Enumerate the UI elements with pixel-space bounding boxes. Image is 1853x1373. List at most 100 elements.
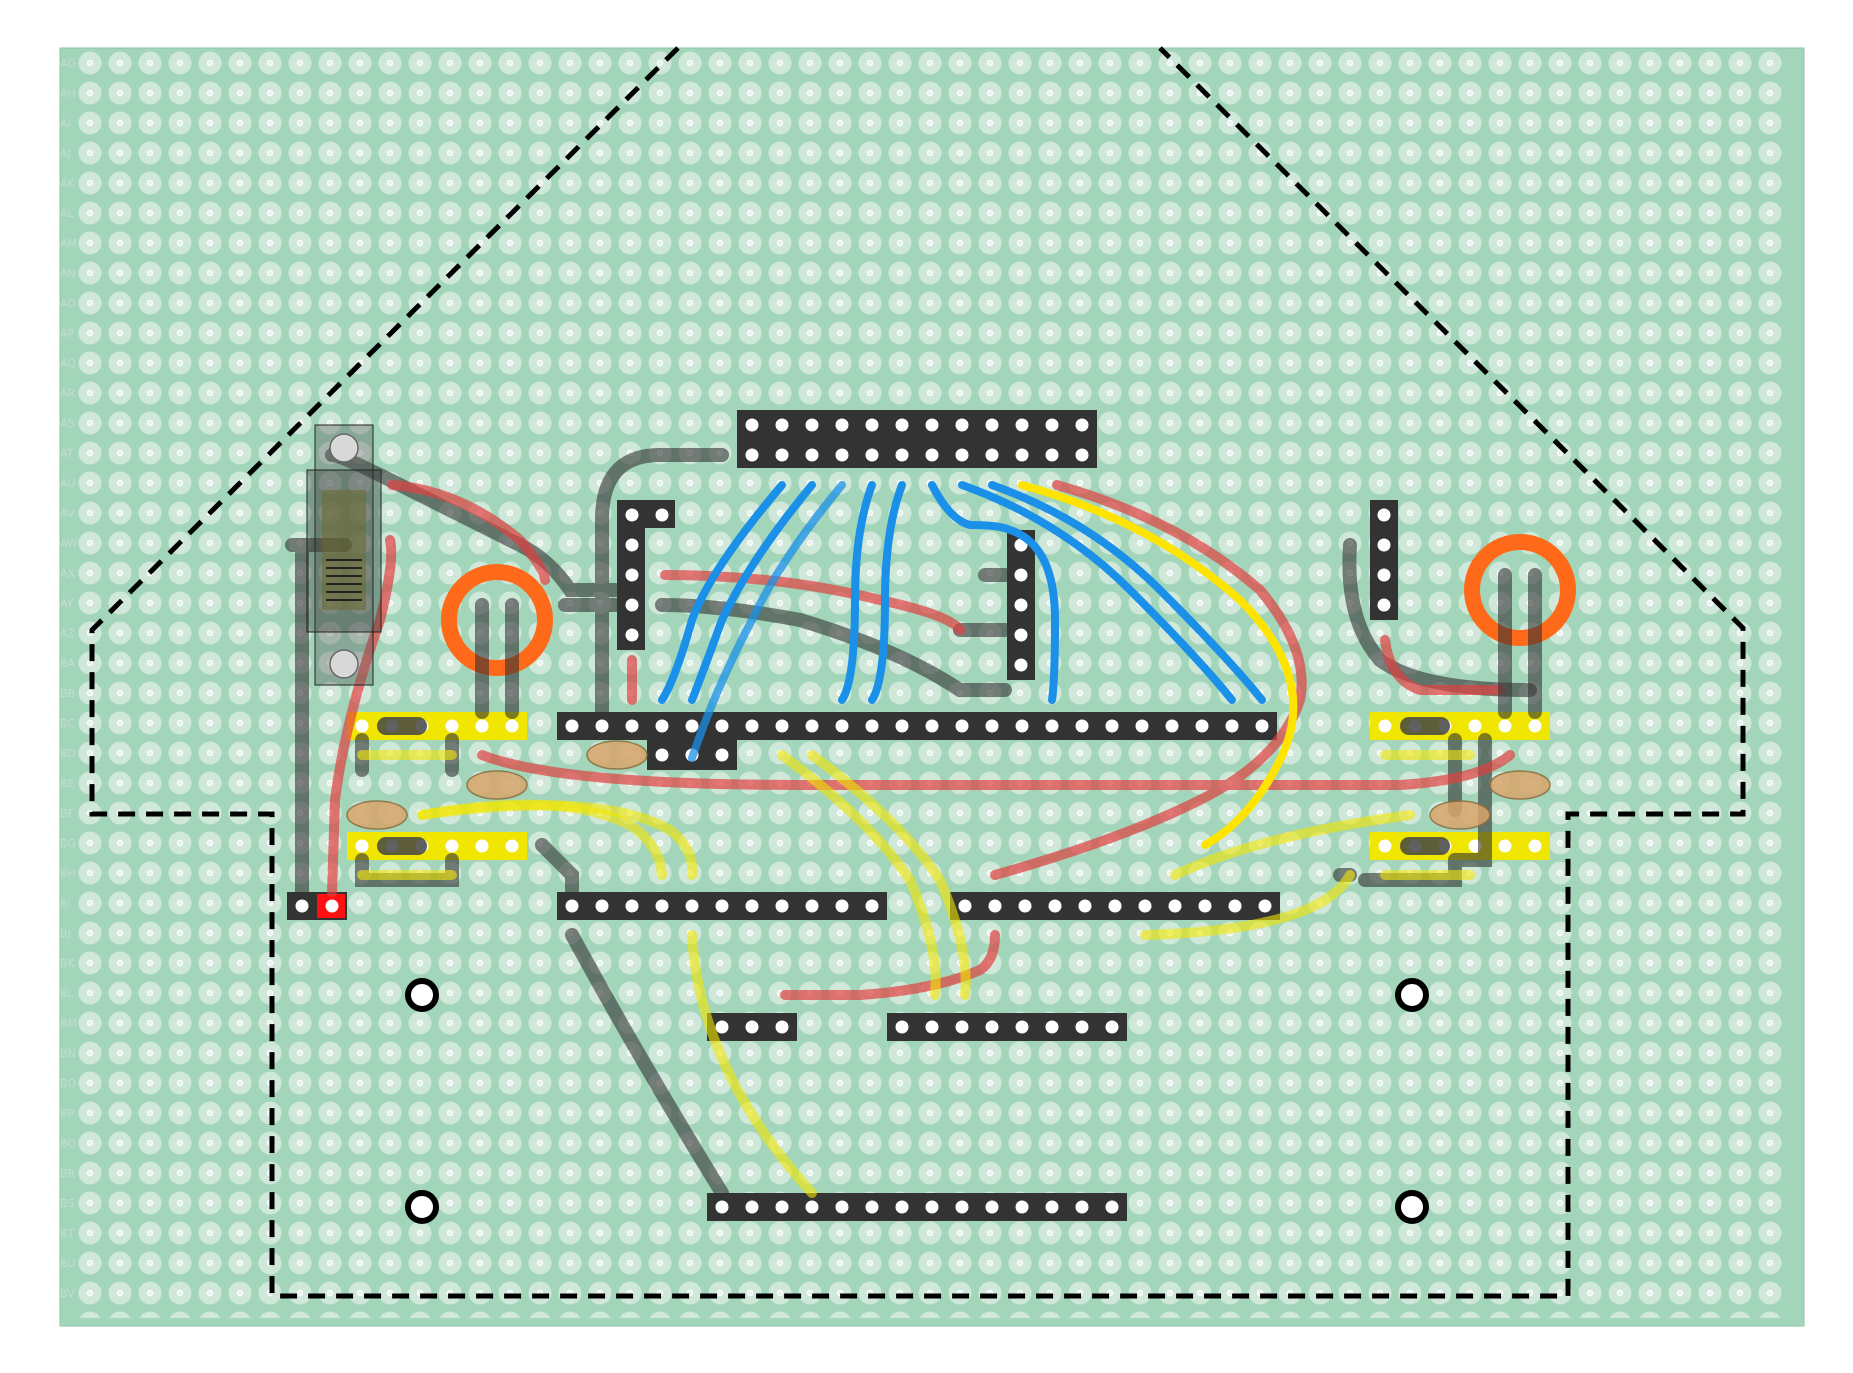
header-pin: [895, 1020, 909, 1034]
row-label: AJ: [60, 147, 71, 160]
header-pins: [295, 418, 1391, 1214]
row-label: AY: [60, 597, 74, 610]
resistor-pin: [505, 719, 519, 733]
resistor-pin: [1528, 719, 1542, 733]
yellow-wires: [357, 481, 1475, 1198]
row-label: BJ: [60, 927, 71, 940]
row-label: AI: [60, 117, 71, 130]
header-pin: [1045, 719, 1059, 733]
resistor-pin: [475, 719, 489, 733]
header-pin: [1135, 719, 1149, 733]
mounting-hole-3: [405, 1190, 439, 1224]
mounting-hole-2: [1395, 978, 1429, 1012]
resistor-pin: [355, 719, 369, 733]
header-pin: [715, 1020, 729, 1034]
row-label: AR: [60, 387, 76, 400]
main-header-row: [557, 712, 1277, 770]
header-pin: [715, 899, 729, 913]
header-pin: [1377, 508, 1391, 522]
header-pin: [1255, 719, 1269, 733]
row-label: BO: [60, 1077, 76, 1090]
header-pin: [985, 418, 999, 432]
header-pin: [1015, 1020, 1029, 1034]
capacitor-4: [1489, 770, 1551, 800]
resistor-left-bottom: [347, 832, 527, 860]
header-pin: [1168, 899, 1182, 913]
header-pin: [685, 719, 699, 733]
row-label: BS: [60, 1197, 74, 1210]
row-label: AW: [60, 537, 78, 550]
header-pin: [1105, 1020, 1119, 1034]
header-pin: [1377, 598, 1391, 612]
header-pin: [745, 1200, 759, 1214]
header-pin: [1198, 899, 1212, 913]
header-pin: [835, 719, 849, 733]
header-pin: [775, 719, 789, 733]
header-pin: [955, 1020, 969, 1034]
header-pin: [985, 1020, 999, 1034]
row-label: BK: [60, 957, 76, 970]
header-pin: [745, 418, 759, 432]
header-pin: [895, 418, 909, 432]
header-pin: [745, 899, 759, 913]
header-pin: [655, 748, 669, 762]
header-pin: [1075, 719, 1089, 733]
header-pin: [925, 1200, 939, 1214]
row-label: AU: [60, 477, 76, 490]
header-pin: [1045, 1200, 1059, 1214]
header-pin: [295, 899, 309, 913]
header-pin: [625, 719, 639, 733]
header-pin: [565, 899, 579, 913]
header-pin: [925, 719, 939, 733]
row-label: BG: [60, 837, 76, 850]
row-label: BV: [60, 1287, 75, 1300]
header-pin: [895, 719, 909, 733]
header-pin: [655, 719, 669, 733]
header-pin: [625, 508, 639, 522]
row-labels: AGAHAIAJAKALAMANAOAPAQARASATAUAVAWAXAYAZ…: [60, 57, 78, 1300]
header-pin: [1014, 628, 1028, 642]
resistor-pin: [1498, 839, 1512, 853]
row-label: BE: [60, 777, 75, 790]
capacitors: [346, 740, 1551, 830]
row-label: AQ: [60, 357, 76, 370]
row-label: BP: [60, 1107, 75, 1120]
top-connector-header: [737, 410, 1097, 468]
header-pin: [895, 1200, 909, 1214]
header-pin: [1014, 568, 1028, 582]
header-pin: [745, 719, 759, 733]
right-potentiometer: [1464, 534, 1576, 719]
header-pin: [715, 719, 729, 733]
blue-wires: [658, 481, 1266, 762]
header-pin: [865, 448, 879, 462]
row-label: BU: [60, 1257, 76, 1270]
header-pin: [745, 1020, 759, 1034]
header-pin: [835, 1200, 849, 1214]
row-label: AG: [60, 57, 76, 70]
header-pin: [1045, 448, 1059, 462]
header-pin: [895, 448, 909, 462]
resistor-pin: [445, 839, 459, 853]
header-pin: [595, 719, 609, 733]
header-pin: [958, 899, 972, 913]
header-pin: [1377, 538, 1391, 552]
header-pin: [1105, 719, 1119, 733]
header-pin: [655, 899, 669, 913]
row-label: BQ: [60, 1137, 77, 1150]
header-pin: [985, 448, 999, 462]
header-pin: [1045, 1020, 1059, 1034]
header-pin: [805, 719, 819, 733]
header-pin: [835, 448, 849, 462]
header-pin: [865, 418, 879, 432]
header-pin: [625, 538, 639, 552]
row-label: AM: [60, 237, 77, 250]
row-label: BB: [60, 687, 75, 700]
row-label: AT: [60, 447, 74, 460]
resistor-pin: [1378, 719, 1392, 733]
resistor-pin: [475, 839, 489, 853]
header-pin: [1015, 1200, 1029, 1214]
header-pin: [985, 719, 999, 733]
middle-lower-header: [887, 1013, 1127, 1041]
row-label: BT: [60, 1227, 75, 1240]
header-pin: [625, 568, 639, 582]
